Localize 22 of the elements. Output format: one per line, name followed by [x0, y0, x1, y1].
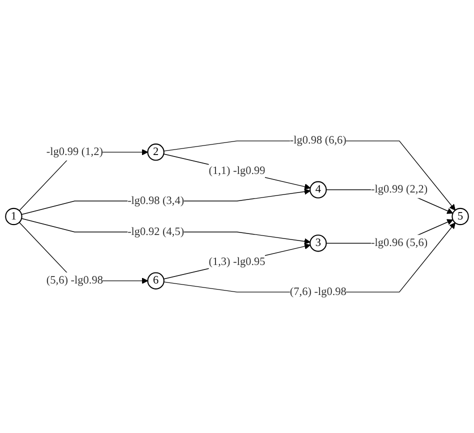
arrow	[164, 140, 456, 210]
edge-label: (1,1) -lg0.99	[208, 164, 266, 177]
edge-label: (1,3) -lg0.95	[208, 256, 266, 268]
edge-label: -lg0.98 (3,4)	[128, 194, 184, 207]
edge-label: -lg0.98 (6,6)	[290, 134, 346, 147]
edge-label: -lg0.99 (1,2)	[46, 146, 103, 158]
arrow	[163, 243, 311, 280]
arrow	[164, 222, 456, 292]
arrow	[21, 218, 310, 244]
edge-label: -lg0.96 (5,6)	[371, 236, 428, 249]
node-circle: 3	[310, 234, 327, 252]
node-circle: 4	[310, 181, 327, 198]
arrow	[163, 154, 311, 190]
edge-label: (7,6) -lg0.98	[290, 286, 346, 298]
node-circle: 1	[5, 208, 22, 226]
node-circle: 5	[452, 208, 469, 226]
edge-label: -lg0.92 (4,5)	[128, 226, 184, 238]
arrow	[21, 188, 310, 215]
node-circle: 6	[147, 272, 164, 290]
edge-label: (5,6) -lg0.98	[46, 274, 103, 286]
edge-label: -lg0.99 (2,2)	[371, 183, 428, 196]
node-circle: 2	[147, 144, 164, 161]
